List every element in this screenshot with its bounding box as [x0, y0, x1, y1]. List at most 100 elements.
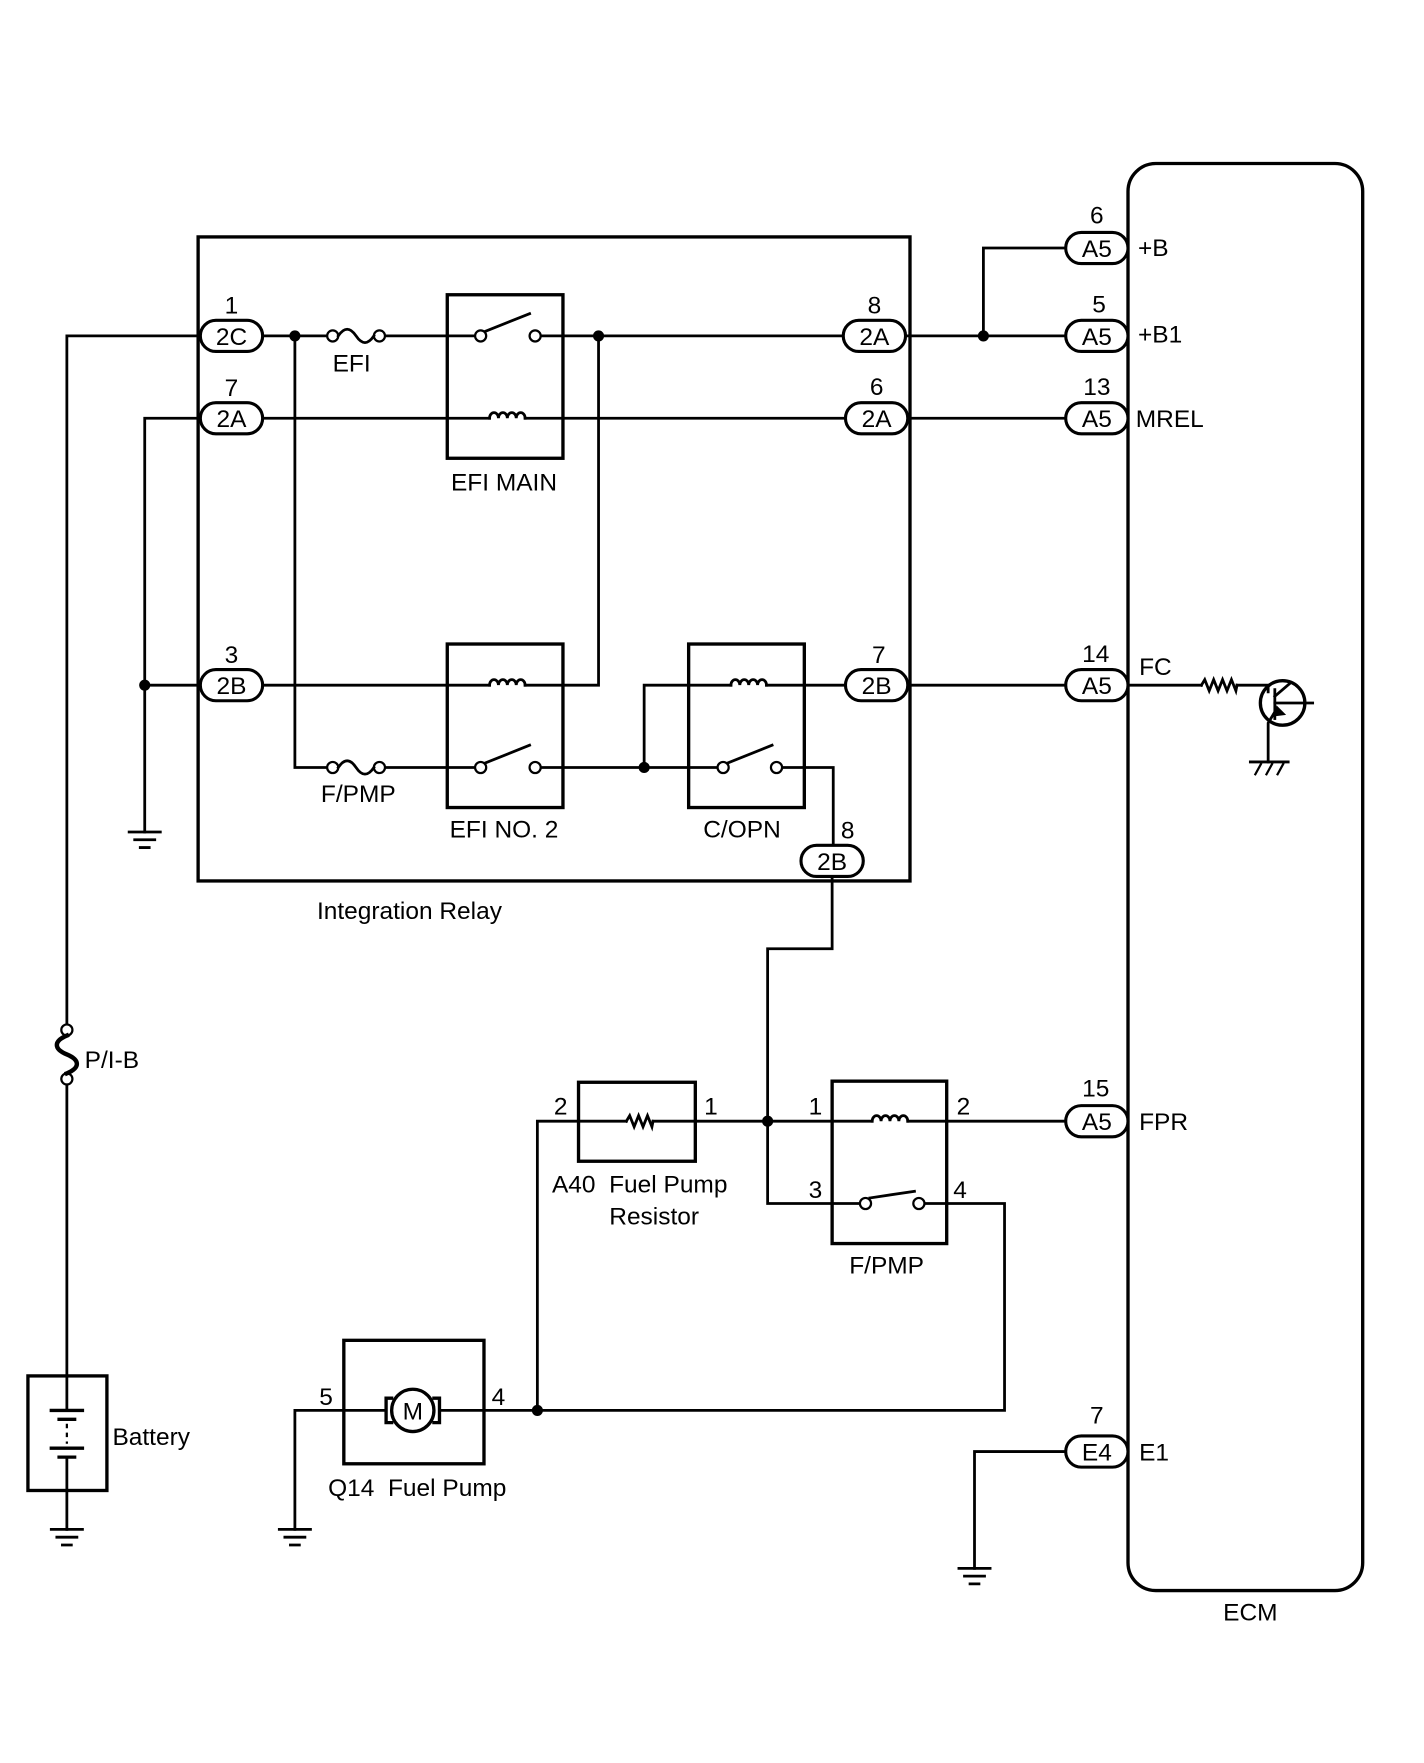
connector-2b-pin-8: 2B 8: [799, 818, 865, 879]
ecm-terminal-b: +B: [1138, 235, 1169, 262]
resistor-pin-right: 1: [704, 1094, 718, 1121]
battery-icon: [26, 1374, 109, 1493]
connector-a5-pin-5: A5 5: [1064, 292, 1130, 354]
connector-pin-number: 5: [1092, 292, 1106, 319]
fuel-pump-pin-left: 5: [319, 1384, 333, 1411]
junction-dot: [762, 1115, 774, 1127]
connector-2a-pin-6: 2A 6: [843, 374, 910, 436]
resistor-label-line2: Resistor: [609, 1204, 699, 1231]
ecm-terminal-mrel: MREL: [1136, 406, 1204, 433]
ecm-terminal-fpr: FPR: [1139, 1109, 1188, 1136]
fuel-pump-label: Q14 Fuel Pump: [328, 1475, 506, 1502]
wire-battery-feed: [65, 334, 202, 1026]
junction-dot: [289, 330, 301, 342]
junction-dot: [139, 679, 151, 691]
junction-dot: [977, 330, 989, 342]
connector-code: A5: [1082, 673, 1112, 700]
fuel-pump-resistor-box: [576, 1080, 697, 1163]
wire-copn-to-2b8: [780, 766, 835, 847]
connector-a5-pin-15: A5 15: [1064, 1076, 1130, 1139]
relay-switch-icon: [858, 1189, 926, 1211]
connector-pin-number: 6: [1090, 203, 1104, 230]
connector-code: 2B: [817, 849, 847, 876]
relay-switch-icon: [716, 743, 784, 775]
connector-2b-pin-7: 2B 7: [843, 642, 910, 703]
wire-to-fpmp-fuse: [293, 334, 329, 769]
connector-code: 2B: [217, 673, 247, 700]
battery-label: Battery: [112, 1424, 190, 1451]
connector-code: A5: [1082, 236, 1112, 263]
fpmp-relay-pin-4: 4: [953, 1177, 967, 1204]
connector-code: 2B: [862, 673, 892, 700]
resistor-pin-left: 2: [554, 1094, 568, 1121]
fpmp-relay-pin-1: 1: [809, 1094, 823, 1121]
connector-e4-pin-7: E4 7: [1064, 1403, 1130, 1469]
ground-icon: [49, 1528, 84, 1547]
wire-pump-ground: [293, 1409, 346, 1531]
ecm-label: ECM: [1223, 1600, 1277, 1627]
fuel-pump-box: [342, 1338, 486, 1466]
fpmp-relay-pin-3: 3: [809, 1177, 823, 1204]
c-opn-label: C/OPN: [703, 817, 781, 844]
efi-no2-relay-box: [445, 642, 565, 810]
relay-coil-icon: [488, 678, 527, 687]
resistor-icon: [1199, 675, 1239, 696]
connector-code: E4: [1082, 1439, 1112, 1466]
connector-pin-number: 13: [1083, 374, 1110, 401]
relay-switch-icon: [473, 743, 542, 775]
connector-pin-number: 8: [868, 293, 882, 320]
motor-symbol: M: [403, 1398, 423, 1425]
integration-relay-label: Integration Relay: [317, 898, 503, 925]
wire-to-b: [982, 246, 1068, 338]
ecm-terminal-fc: FC: [1139, 654, 1172, 681]
ground-icon: [957, 1566, 992, 1586]
ecm-terminal-b1: +B1: [1138, 322, 1182, 349]
connector-pin-number: 8: [841, 818, 855, 845]
connector-a5-pin-14: A5 14: [1064, 641, 1130, 703]
ecm-box: [1126, 161, 1365, 1593]
wire-2a7-ground: [143, 416, 202, 834]
wiring: [65, 246, 1068, 1570]
connector-pin-number: 7: [225, 375, 239, 402]
integration-relay-box: [196, 235, 912, 883]
connector-code: A5: [1082, 1109, 1112, 1136]
pib-fuse-label: P/I-B: [85, 1047, 139, 1074]
fuel-pump-pin-right: 4: [492, 1384, 506, 1411]
fuse-icon: [326, 759, 387, 776]
ground-icon: [127, 830, 162, 849]
connector-code: 2C: [216, 324, 247, 351]
junction-dot: [531, 1404, 543, 1416]
relay-coil-icon: [729, 678, 768, 687]
relay-coil-icon: [488, 411, 527, 420]
resistor-icon: [624, 1111, 655, 1132]
fpmp-relay-pin-2: 2: [957, 1094, 971, 1121]
connector-pin-number: 15: [1082, 1076, 1109, 1103]
connector-pin-number: 3: [225, 642, 239, 669]
ecm-terminal-e1: E1: [1139, 1439, 1169, 1466]
connector-a5-pin-13: A5 13: [1064, 374, 1130, 436]
connector-pin-number: 7: [872, 642, 886, 669]
fpmp-relay-box: [830, 1079, 949, 1246]
connector-code: 2A: [217, 406, 248, 433]
efi-main-relay-box: [445, 293, 565, 460]
transistor-icon: [1235, 679, 1315, 764]
fuse-icon: [326, 327, 387, 344]
wire-2b8-to-fpmp-relay: [766, 875, 862, 1205]
efi-fuse-label: EFI: [333, 351, 371, 378]
efi-no2-label: EFI NO. 2: [450, 817, 559, 844]
relay-coil-icon: [870, 1114, 910, 1123]
connector-pin-number: 7: [1090, 1403, 1104, 1430]
wire-efi-no2-coil-return: [523, 334, 600, 687]
junction-dot: [638, 761, 650, 774]
relay-switch-icon: [473, 311, 542, 343]
wire-e1-ground: [973, 1450, 1068, 1570]
fuse-icon: [54, 1023, 80, 1086]
connector-2b-pin-3: 2B 3: [198, 642, 265, 703]
fpmp-relay-label: F/PMP: [849, 1253, 924, 1280]
wire-resistor-to-pump: [535, 1119, 628, 1412]
connector-2a-pin-7: 2A 7: [198, 375, 265, 436]
efi-main-label: EFI MAIN: [451, 470, 557, 497]
connector-code: 2A: [862, 406, 893, 433]
connector-code: A5: [1082, 324, 1112, 351]
connector-2c-pin-1: 2C 1: [198, 293, 265, 354]
